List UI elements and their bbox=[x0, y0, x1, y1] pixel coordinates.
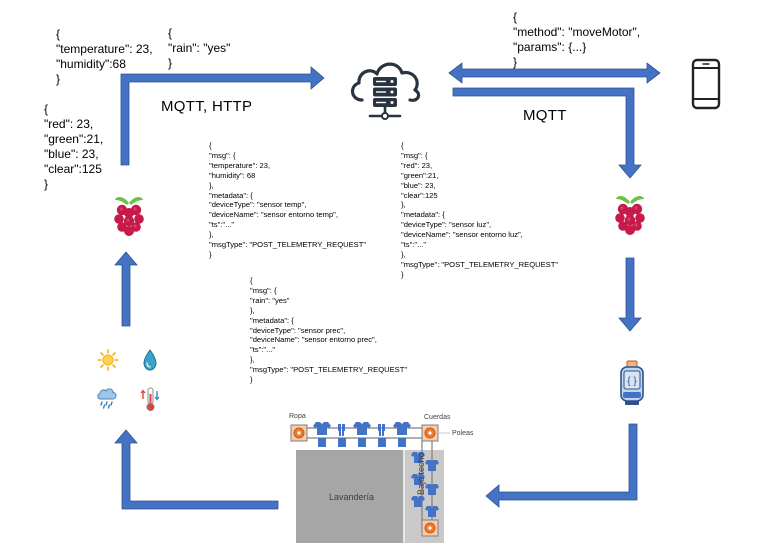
thermometer-icon bbox=[140, 387, 160, 412]
json-telemetry-light: { "msg": { "red": 23, "green":21, "blue"… bbox=[401, 141, 559, 279]
label-bajo-techo: Bajo techo bbox=[416, 452, 426, 495]
rain-cloud-icon bbox=[97, 388, 117, 409]
raspberry-pi-icon-left bbox=[114, 196, 144, 236]
arrow-laundry-to-sensors bbox=[114, 429, 279, 510]
arrow-rpi-to-cloud bbox=[120, 66, 325, 166]
clothes-right bbox=[411, 452, 439, 517]
json-method: { "method": "moveMotor", "params": {...}… bbox=[513, 10, 641, 69]
json-telemetry-temp: { "msg": { "temperature": 23, "humidity"… bbox=[209, 141, 367, 259]
arrow-motor-to-laundry bbox=[485, 423, 638, 508]
cloud-server-icon bbox=[351, 62, 421, 120]
label-lavanderia: Lavandería bbox=[329, 492, 375, 502]
label-mqtt: MQTT bbox=[523, 107, 567, 124]
arrow-cloud-phone-bidirectional bbox=[448, 62, 661, 84]
arrow-rpi-to-motor bbox=[618, 257, 642, 332]
label-cuerdas: Cuerdas bbox=[424, 414, 451, 421]
label-poleas: Poleas bbox=[452, 430, 474, 437]
pulley-bottom-right bbox=[421, 519, 439, 537]
motor-controller-icon: { } bbox=[620, 360, 644, 405]
pulley-top-left bbox=[290, 424, 308, 442]
svg-text:{ }: { } bbox=[627, 376, 637, 387]
json-color: { "red": 23, "green":21, "blue": 23, "cl… bbox=[44, 102, 104, 191]
smartphone-icon[interactable] bbox=[690, 58, 722, 110]
raspberry-pi-icon-right bbox=[615, 195, 645, 235]
clothes-top bbox=[313, 422, 411, 447]
label-ropa: Ropa bbox=[289, 413, 306, 420]
arrow-cloud-to-rpi bbox=[452, 87, 642, 179]
json-temp-humidity: { "temperature": 23, "humidity":68 } bbox=[56, 27, 153, 86]
water-drop-icon bbox=[143, 349, 157, 371]
laundry-diagram bbox=[290, 422, 450, 543]
pulley-top-right bbox=[421, 424, 439, 442]
json-rain: { "rain": "yes" } bbox=[168, 26, 231, 70]
label-mqtt-http: MQTT, HTTP bbox=[161, 98, 253, 115]
sun-icon bbox=[97, 349, 119, 371]
json-telemetry-rain: { "msg": { "rain": "yes" }, "metadata": … bbox=[250, 276, 408, 385]
arrow-sensors-to-rpi bbox=[114, 251, 138, 327]
